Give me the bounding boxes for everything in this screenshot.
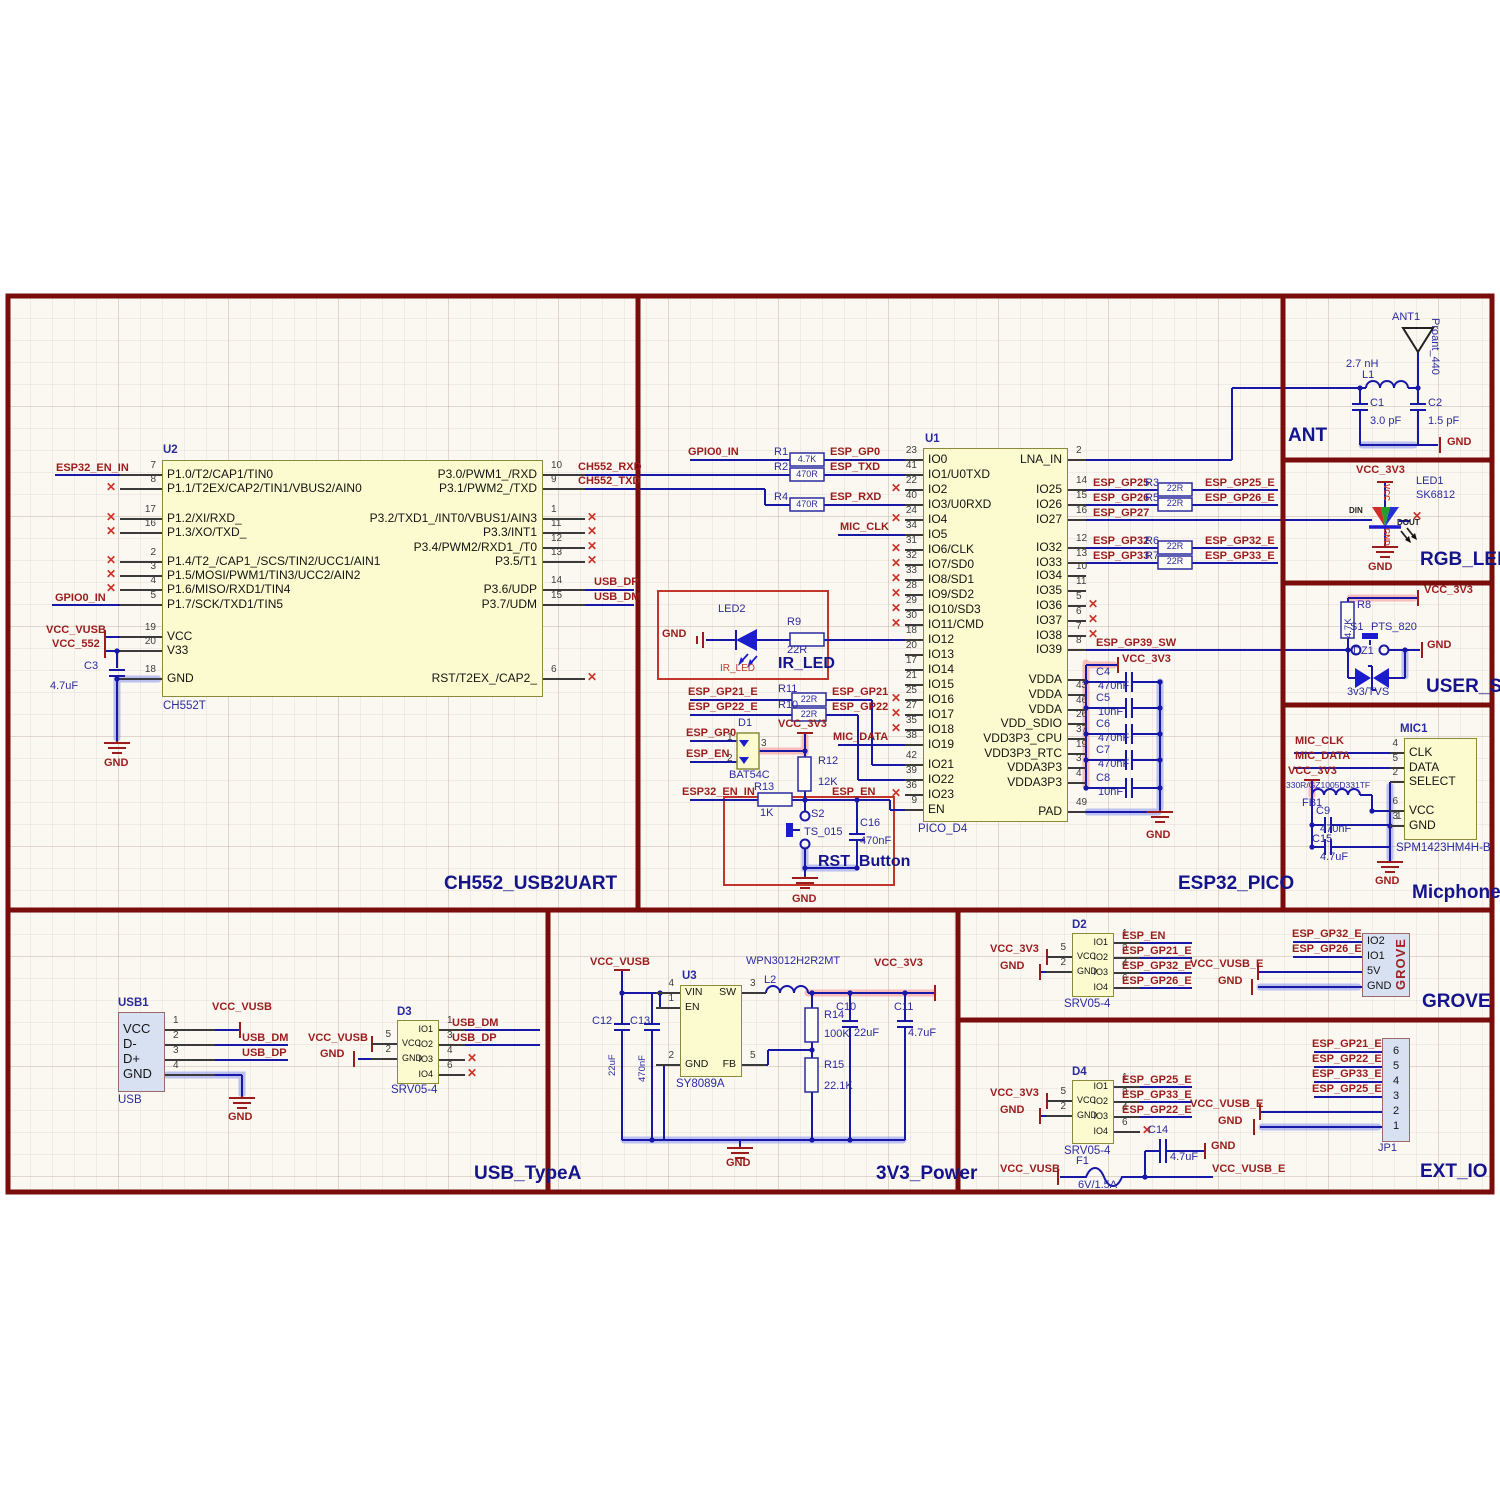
section-border-3v3-power: [545, 907, 961, 1195]
microphone-icon: [1438, 752, 1462, 772]
rgb-led-symbol: [1369, 507, 1417, 543]
bat54c-symbol: [736, 732, 760, 770]
user-button-symbol: [1350, 633, 1390, 656]
ferrite-fb1: [1311, 788, 1361, 796]
section-border-ant: [1280, 293, 1495, 463]
fuse-f1: [1060, 1167, 1213, 1187]
ir-led-box: [657, 590, 829, 680]
section-border-esp32-pico: [635, 293, 1286, 913]
section-border-ext-io: [955, 1017, 1495, 1195]
inductor-l1: [1365, 380, 1409, 389]
tvs-diode-symbol: [1355, 668, 1389, 688]
reset-button-symbol: [786, 810, 811, 850]
ir-led-symbol: [736, 629, 758, 668]
section-borders: [5, 293, 1495, 1195]
inductor-l2: [765, 985, 809, 994]
power-and-ground-symbols: [104, 437, 1441, 1185]
resistors: [757, 452, 1355, 1093]
rst-button-box: [723, 796, 895, 886]
section-border-ch552-usb2uart: [5, 293, 641, 913]
section-border-usb-typea: [5, 907, 551, 1195]
antenna-symbol: [1401, 327, 1435, 354]
section-border-grove: [955, 907, 1495, 1023]
